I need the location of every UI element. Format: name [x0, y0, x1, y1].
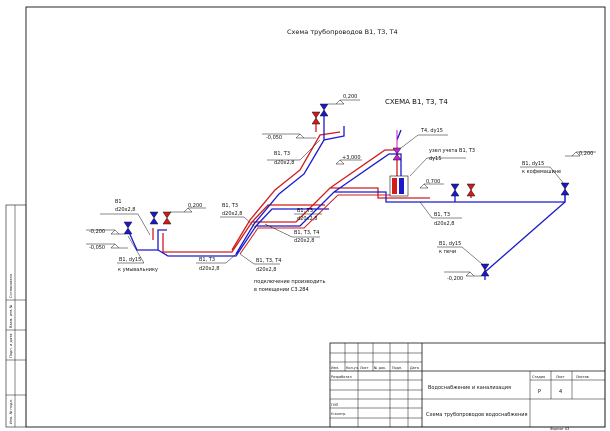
pipe-label-bottom-b1t3t4-size: d20x2,8 [256, 267, 276, 273]
note-connection-line-1: подключение производить [254, 279, 325, 285]
stamp-col-count: Кол.уч. [346, 366, 359, 370]
pipe-label-bottom-b1t3t4: В1, Т3, Т4 [256, 258, 281, 264]
valve-coffee [560, 182, 570, 196]
stamp-sheet-title: Схема трубопроводов водоснабжения [426, 412, 528, 418]
stamp-project-name: Водоснабжение и канализация [428, 385, 511, 391]
valve-washbasin [123, 221, 133, 235]
stamp-col-doc: № док. [374, 366, 386, 370]
pipe-label-b1-washbasin: В1, dy15 [119, 257, 141, 263]
level-right-end: 0,200 [579, 151, 593, 157]
pipe-label-left-b1-size: d20x2,8 [115, 207, 135, 213]
pipe-label-right-b1t3: В1, Т3 [434, 212, 450, 218]
note-connection-line-2: в помещении С3.284 [254, 287, 309, 293]
valve-meter-red [466, 183, 476, 197]
pipe-label-mid-b1t3t4-size: d20x2,8 [294, 238, 314, 244]
pipe-label-b1-coffee: В1, dy15 [522, 161, 544, 167]
stamp-format: Формат А3 [550, 427, 569, 431]
valve-riser-blue [319, 103, 329, 117]
stamp-sheet-value: 4 [559, 389, 562, 395]
scheme-subtitle: СХЕМА В1, Т3, Т4 [385, 98, 448, 106]
stamp-row-norm-control: Н.контр. [331, 412, 346, 416]
level-marks [86, 99, 596, 277]
stamp-col-sheet: Лист [360, 366, 369, 370]
stamp-col-date: Дата [410, 366, 419, 370]
valve-oven [480, 263, 490, 277]
valve-meter-blue [450, 183, 460, 197]
valves [123, 103, 570, 277]
stamp-sheet-header: Лист [556, 375, 565, 379]
stamp-row-gip: ГИП [331, 403, 339, 407]
note-meter-line-1: узел учета В1, Т3 [429, 148, 475, 154]
pipe-label-riser: В1, Т3 [274, 151, 290, 157]
stamp-sheets-header: Листов [576, 375, 589, 379]
title-block [329, 342, 606, 428]
circulation-pipes [239, 130, 398, 255]
level-washbasin-2: -0,050 [89, 245, 105, 251]
pipe-label-right-b1t3-size: d20x2,8 [434, 221, 454, 227]
level-washer-left: 0,200 [188, 203, 202, 209]
pipe-label-left-b1t3: В1, Т3 [222, 203, 238, 209]
meter-unit [389, 175, 409, 197]
pipe-label-riser-size: d20x2,8 [274, 160, 294, 166]
note-meter-line-2: dy15 [429, 156, 442, 162]
pipe-label-bottom-b1t3-size: d20x2,8 [199, 266, 219, 272]
level-mid-slope: +3,000 [342, 155, 361, 161]
side-stamp: Согласовано Взам. инв.№ Подп. и дата Инв… [5, 204, 27, 428]
level-oven: -0,200 [447, 276, 463, 282]
side-stamp-sign-date: Подп. и дата [9, 334, 13, 358]
valve-left-blue [149, 211, 159, 225]
pipe-label-mid-b1t3: В1, Т3 [297, 208, 313, 214]
pipe-label-left-b1t3-size: d20x2,8 [222, 211, 242, 217]
level-riser-top: 0,200 [343, 94, 357, 100]
valve-left-red [162, 211, 172, 225]
pipe-label-bottom-b1t3: В1, Т3 [199, 257, 215, 263]
stamp-col-change: Изм. [331, 366, 339, 370]
note-to-coffee: к кофемашине [522, 169, 561, 175]
pipe-label-left-b1: В1 [115, 199, 122, 205]
stamp-stage-header: Стадия [532, 375, 545, 379]
pipe-label-mid-b1t3t4: В1, Т3, Т4 [294, 230, 319, 236]
valve-riser-red [311, 111, 321, 125]
pipe-label-mid-b1t3-size: d20x2,8 [297, 216, 317, 222]
level-riser-left: -0,050 [266, 135, 282, 141]
side-stamp-agreed: Согласовано [9, 274, 13, 298]
pipe-label-t4-dn: Т4, dy15 [420, 128, 443, 134]
stamp-stage-value: Р [538, 389, 541, 395]
level-meter: 0,700 [426, 179, 440, 185]
leader-lines [100, 134, 566, 265]
side-stamp-inv-number: Инв. № подл. [9, 399, 13, 424]
valve-t4 [392, 147, 402, 161]
pipe-label-b1-oven: В1, dy15 [439, 241, 461, 247]
drawing-title: Схема трубопроводов В1, Т3, Т4 [287, 28, 398, 36]
level-washbasin-1: -0,200 [89, 229, 105, 235]
note-to-oven: к печи [439, 249, 456, 255]
stamp-row-developed: Разработал [331, 375, 352, 379]
note-to-washbasin: к умывальнику [118, 267, 158, 273]
stamp-col-sign: Подп. [392, 366, 402, 370]
side-stamp-replace-inv: Взам. инв.№ [9, 304, 13, 328]
